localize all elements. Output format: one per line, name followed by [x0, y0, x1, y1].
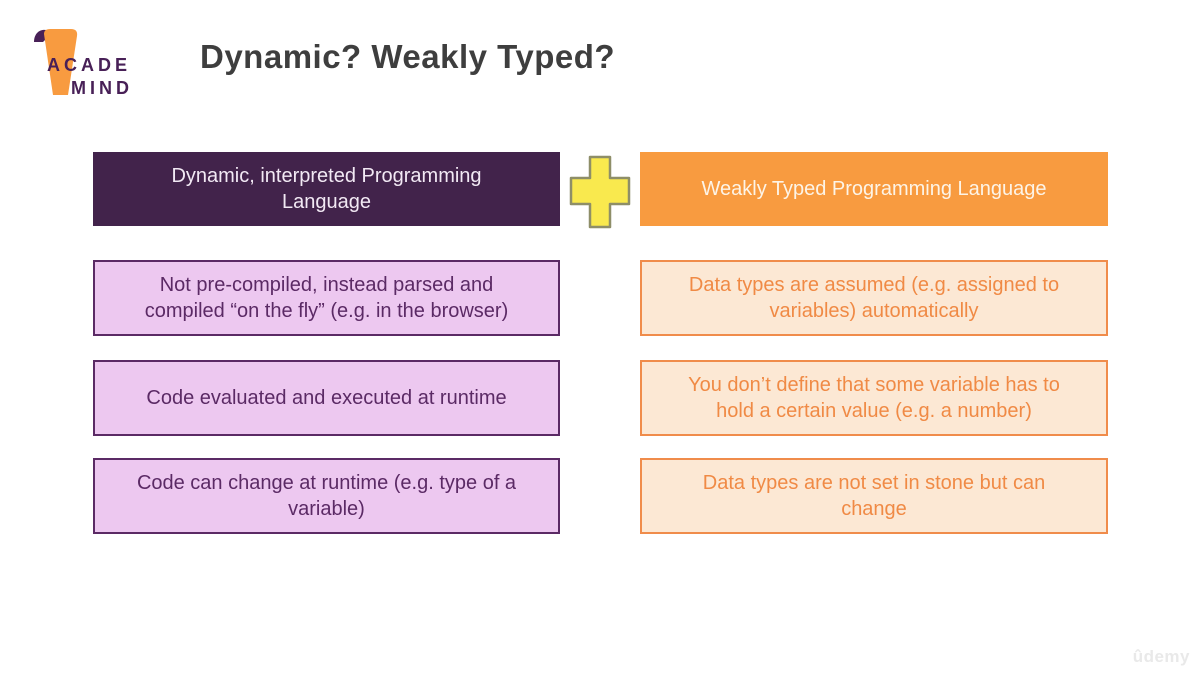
- right-item-text-3: Data types are not set in stone but can …: [702, 471, 1046, 520]
- academind-ribbon-icon: [34, 29, 78, 95]
- right-item-box-2: You don’t define that some variable has …: [640, 360, 1108, 436]
- left-item-text-2: Code evaluated and executed at runtime: [146, 386, 507, 409]
- page-title: Dynamic? Weakly Typed?: [200, 38, 616, 75]
- left-item-box-2: Code evaluated and executed at runtime: [93, 360, 560, 436]
- left-item-box-3: Code can change at runtime (e.g. type of…: [93, 458, 560, 534]
- udemy-watermark: ûdemy: [1132, 647, 1190, 666]
- logo-text-acade: ACADE: [47, 55, 132, 75]
- logo-text-mind: MIND: [71, 78, 133, 98]
- left-item-text-1: Not pre-compiled, instead parsed and com…: [144, 273, 509, 322]
- right-header-label: Weakly Typed Programming Language: [701, 177, 1047, 200]
- right-item-text-2: You don’t define that some variable has …: [688, 373, 1060, 422]
- left-item-box-1: Not pre-compiled, instead parsed and com…: [93, 260, 560, 336]
- right-header-box: Weakly Typed Programming Language: [640, 152, 1108, 226]
- left-header-label: Dynamic, interpreted Programming Languag…: [171, 164, 482, 213]
- left-item-text-3: Code can change at runtime (e.g. type of…: [136, 471, 517, 520]
- right-item-box-3: Data types are not set in stone but can …: [640, 458, 1108, 534]
- left-header-box: Dynamic, interpreted Programming Languag…: [93, 152, 560, 226]
- right-item-text-1: Data types are assumed (e.g. assigned to…: [688, 273, 1060, 322]
- right-item-box-1: Data types are assumed (e.g. assigned to…: [640, 260, 1108, 336]
- academind-logo: ACADE MIND: [30, 25, 180, 105]
- plus-icon: [569, 155, 631, 229]
